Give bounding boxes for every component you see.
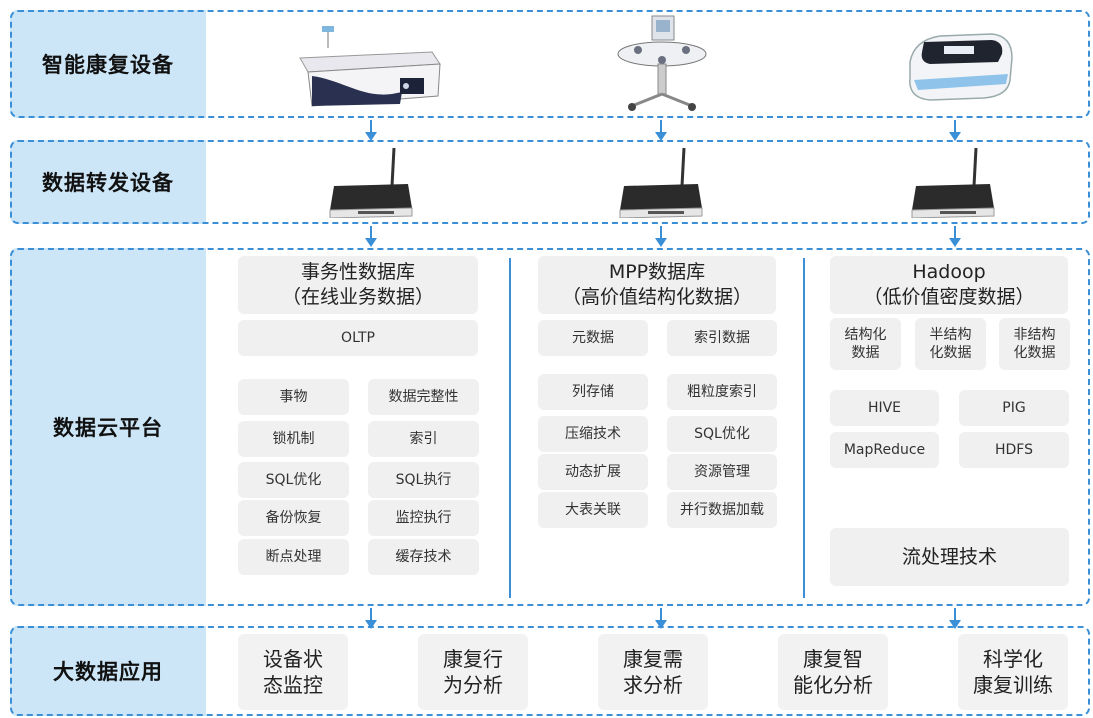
feature-box: 监控执行 [368, 500, 479, 536]
data-type-box: 非结构 化数据 [999, 318, 1070, 370]
flow-arrow [654, 120, 668, 142]
flow-arrow [948, 608, 962, 630]
row-label-forward: 数据转发设备 [10, 140, 206, 224]
feature-box: 数据完整性 [368, 379, 479, 415]
router-icon [911, 147, 995, 218]
feature-box: 缓存技术 [368, 539, 479, 575]
rehab-bed-image [299, 26, 441, 107]
feature-box: 压缩技术 [538, 416, 648, 452]
flow-arrow [948, 226, 962, 248]
oltp-box: OLTP [238, 320, 478, 356]
flow-arrow [948, 120, 962, 142]
feature-box: 大表关联 [538, 492, 648, 528]
metadata-box: 元数据 [538, 320, 648, 356]
router-icon [619, 147, 703, 218]
component-box: HIVE [830, 390, 939, 426]
row-label-cloud: 数据云平台 [10, 248, 206, 606]
index-data-box: 索引数据 [667, 320, 777, 356]
rehab-console-image [909, 33, 1013, 101]
data-type-box: 结构化 数据 [830, 318, 901, 370]
app-scientific-training: 科学化 康复训练 [958, 634, 1068, 710]
feature-box: 动态扩展 [538, 454, 648, 490]
feature-box: 锁机制 [238, 421, 349, 457]
column-divider [509, 258, 511, 598]
flow-arrow [364, 226, 378, 248]
app-behavior-analysis: 康复行 为分析 [418, 634, 528, 710]
rehab-table-image [617, 15, 707, 111]
stream-processing-box: 流处理技术 [830, 528, 1069, 586]
transactional-db-title: 事务性数据库 （在线业务数据） [238, 256, 478, 314]
feature-box: 事物 [238, 379, 349, 415]
feature-box: 断点处理 [238, 539, 349, 575]
hadoop-title: Hadoop （低价值密度数据） [830, 256, 1068, 314]
router-icon [329, 147, 413, 218]
feature-box: 列存储 [538, 374, 648, 410]
column-divider [803, 258, 805, 598]
feature-box: SQL执行 [368, 462, 479, 498]
feature-box: SQL优化 [238, 462, 349, 498]
component-box: PIG [959, 390, 1069, 426]
data-type-box: 半结构 化数据 [915, 318, 986, 370]
app-intelligent-analysis: 康复智 能化分析 [778, 634, 888, 710]
cloud-platform-row: 数据云平台 [10, 248, 1090, 606]
component-box: MapReduce [830, 432, 939, 468]
flow-arrow [654, 226, 668, 248]
feature-box: 粗粒度索引 [667, 374, 777, 410]
feature-box: 索引 [368, 421, 479, 457]
mpp-db-title: MPP数据库 （高价值结构化数据） [538, 256, 776, 314]
feature-box: 资源管理 [667, 454, 777, 490]
row-label-devices: 智能康复设备 [10, 10, 206, 118]
big-data-app-row: 大数据应用 [10, 626, 1090, 716]
app-demand-analysis: 康复需 求分析 [598, 634, 708, 710]
app-device-monitoring: 设备状 态监控 [238, 634, 348, 710]
flow-arrow [654, 608, 668, 630]
component-box: HDFS [959, 432, 1069, 468]
flow-arrow [364, 120, 378, 142]
feature-box: SQL优化 [667, 416, 777, 452]
feature-box: 并行数据加载 [667, 492, 777, 528]
row-label-apps: 大数据应用 [10, 626, 206, 716]
feature-box: 备份恢复 [238, 500, 349, 536]
flow-arrow [364, 608, 378, 630]
